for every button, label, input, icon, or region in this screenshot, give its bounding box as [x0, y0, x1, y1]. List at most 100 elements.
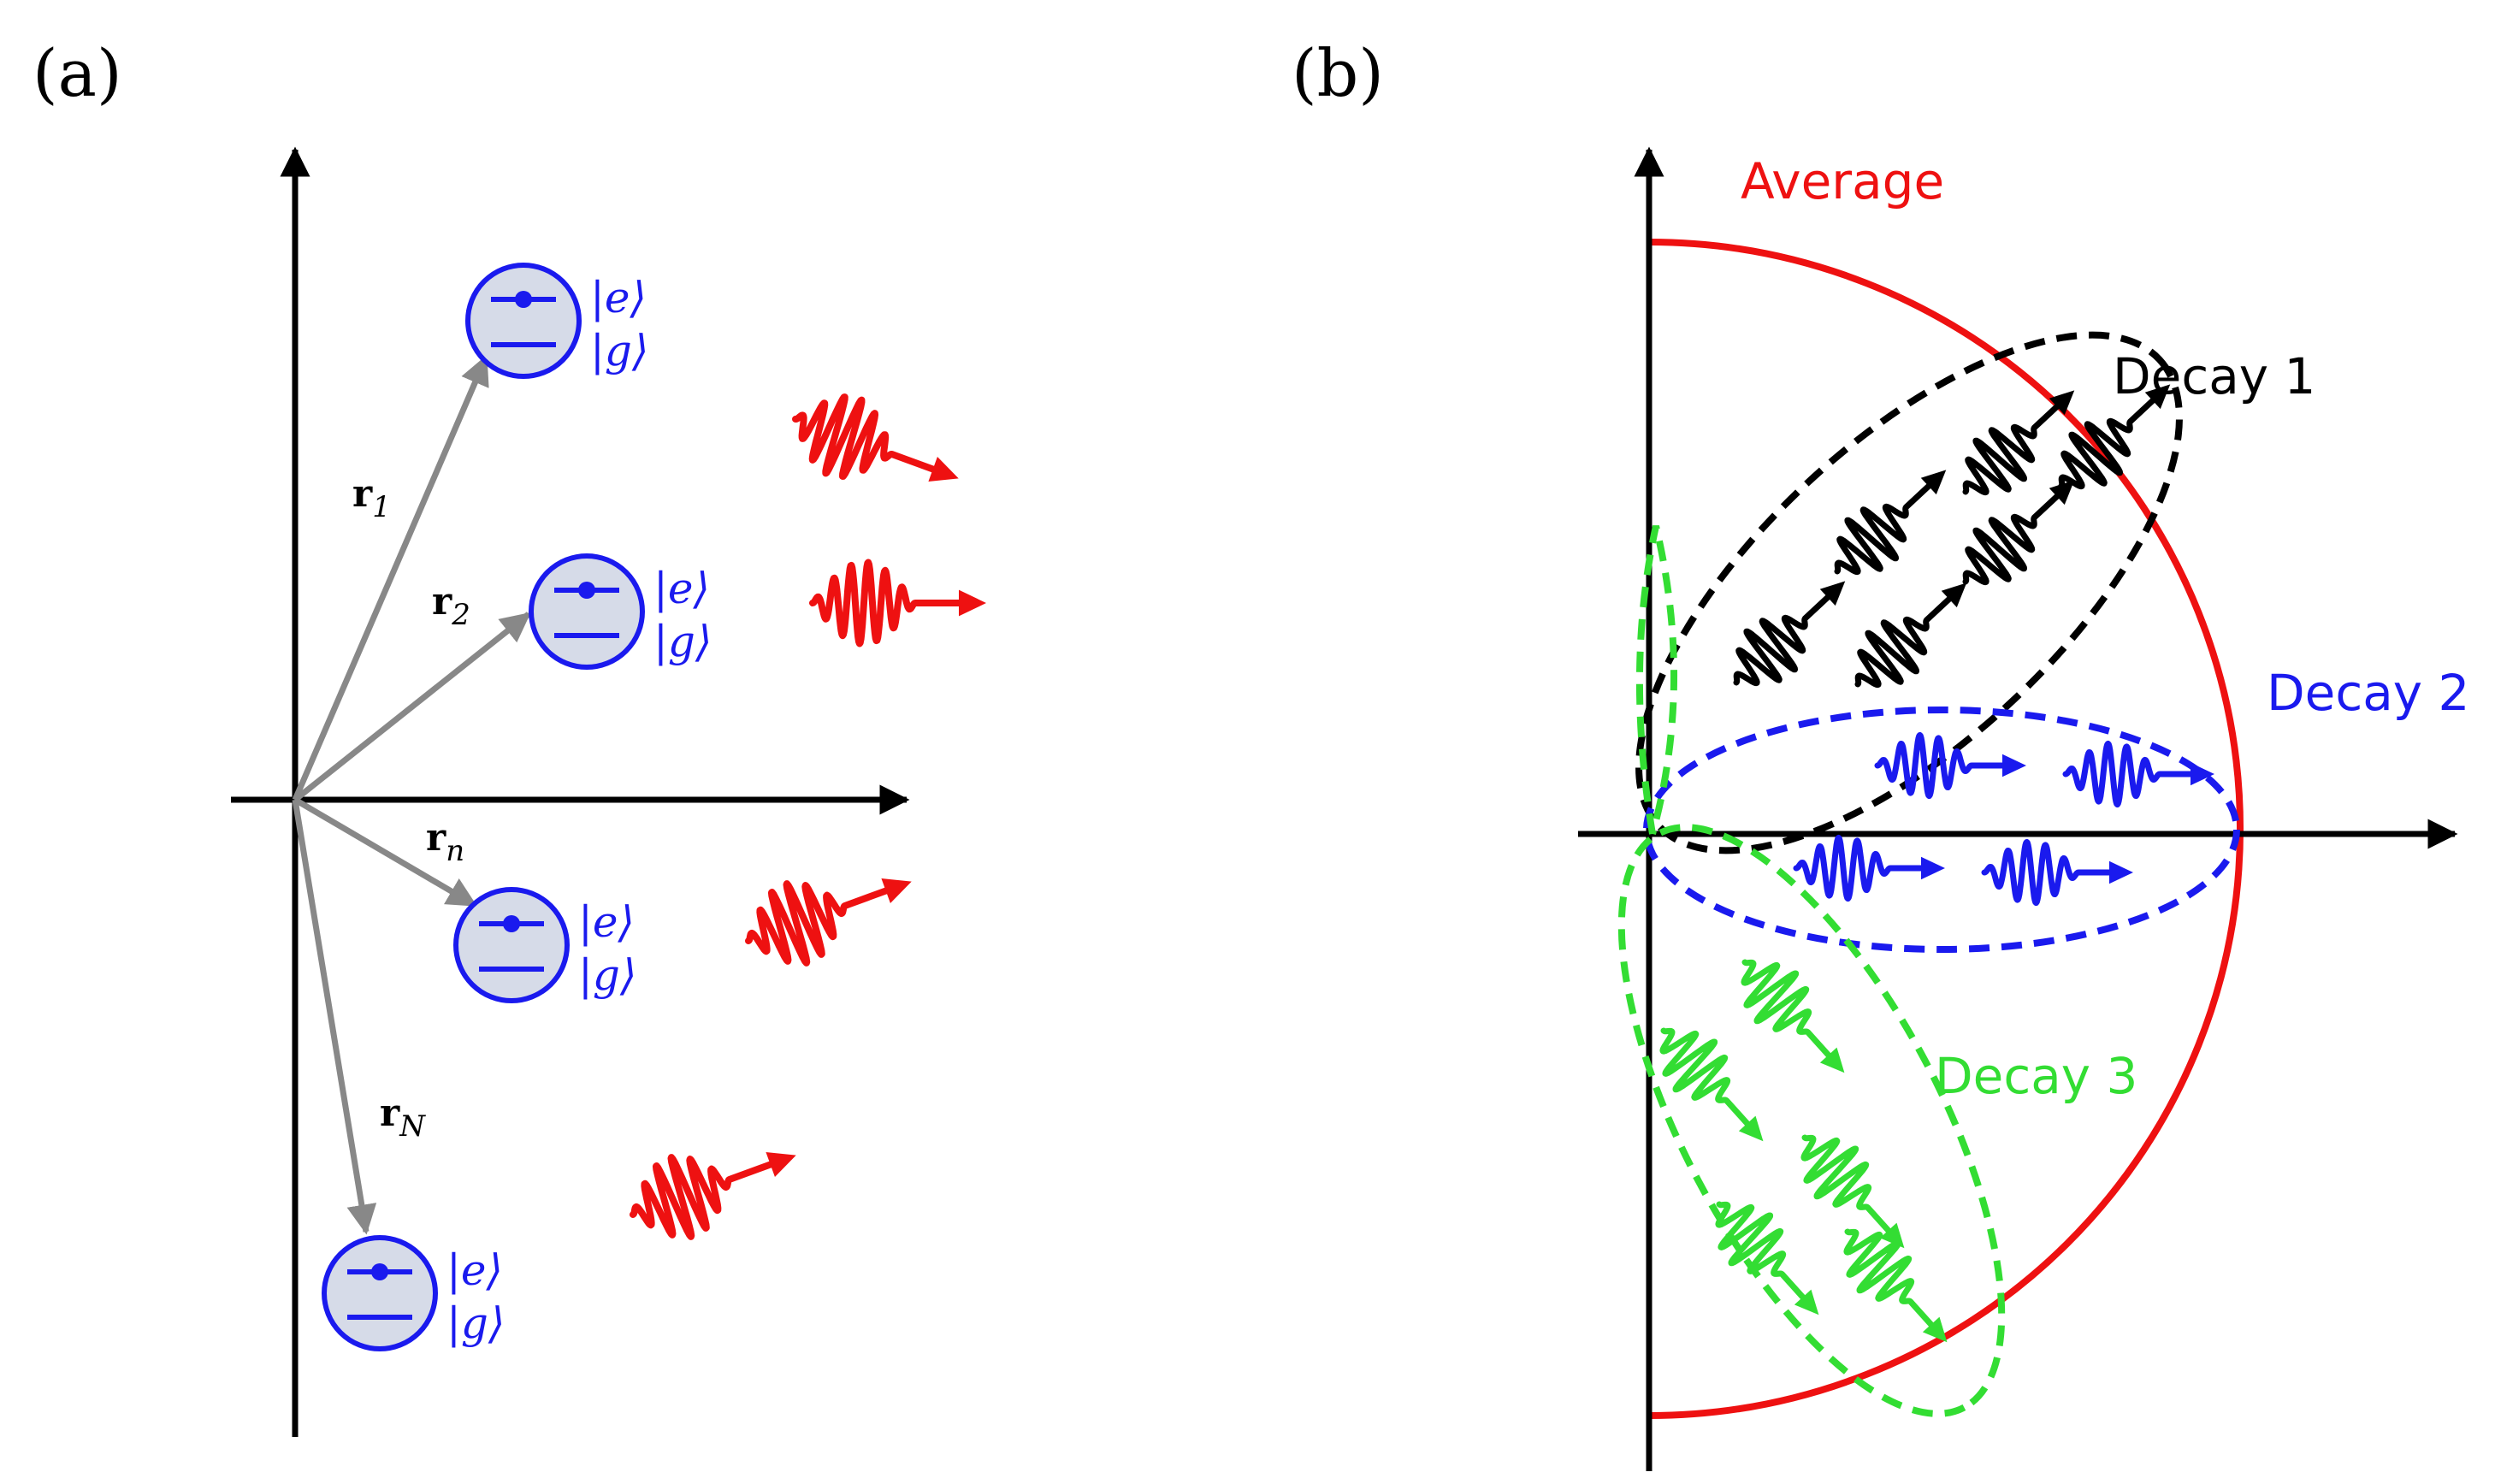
panel-a-label: (a) [33, 35, 122, 111]
atom: |e⟩|g⟩ [465, 263, 648, 379]
ground-state-label: |g⟩ [590, 326, 648, 375]
photon-arrowhead [928, 457, 959, 482]
atom: |e⟩|g⟩ [529, 553, 712, 670]
excited-state-label: |e⟩ [446, 1245, 503, 1295]
photon-icon [1962, 480, 2075, 586]
excited-state-label: |e⟩ [578, 897, 635, 947]
decay-3-lobe [1617, 824, 2006, 1417]
photon-arrowhead [1819, 1047, 1845, 1073]
photon-icon [1715, 1201, 1819, 1315]
average-emission-curve [1648, 239, 2244, 1419]
photon-wave [1962, 401, 2063, 496]
vector-r2-label: r2 [432, 580, 470, 632]
photon-arrowhead [1922, 1316, 1948, 1343]
electron-dot [371, 1263, 388, 1280]
photon-icon [1962, 390, 2075, 496]
decay-1-label: Decay 1 [2113, 347, 2315, 405]
photon-icon [1854, 582, 1967, 689]
photon-icon [1793, 834, 1945, 902]
photon-arrowhead [1941, 582, 1967, 608]
panel-b-label: (b) [1292, 35, 1384, 111]
vector-rn-arrow [293, 796, 478, 908]
photon-icon [630, 1152, 796, 1240]
ground-state-label: |g⟩ [446, 1298, 505, 1348]
photon-icon [1741, 959, 1845, 1073]
photon-icon [2062, 740, 2214, 808]
ground-state-label: |g⟩ [653, 617, 712, 666]
atoms-layer: |e⟩|g⟩|e⟩|g⟩|e⟩|g⟩|e⟩|g⟩ [322, 263, 712, 1351]
photon-wave [1733, 592, 1834, 687]
photon-arrowhead [1920, 470, 1947, 495]
photon-arrowhead [1819, 581, 1846, 606]
ground-state-label: |g⟩ [578, 950, 636, 1000]
photon-wave [1962, 491, 2063, 586]
vector-r2-arrow [293, 612, 531, 802]
vector-rN-label: rN [380, 1091, 426, 1144]
photon-icon [1834, 470, 1947, 576]
electron-dot [578, 582, 595, 599]
photon-wave [2062, 740, 2197, 808]
photon-wave [1981, 838, 2116, 907]
average-label: Average [1741, 152, 1944, 210]
photon-icon [809, 559, 986, 647]
photon-icon [1733, 581, 1846, 687]
photon-wave [1834, 481, 1935, 576]
photon-arrowhead [881, 878, 912, 903]
vector-r1-arrow [292, 354, 489, 801]
decay-2-lobe [1643, 707, 2240, 953]
photon-arrowhead [2049, 390, 2075, 416]
electron-dot [503, 915, 520, 932]
photon-icon [1981, 838, 2133, 907]
photon-arrowhead [2049, 480, 2075, 506]
photon-icon [745, 878, 912, 967]
photon-wave [630, 1154, 777, 1240]
photons-panel-a [630, 393, 986, 1240]
photon-arrowhead [2144, 384, 2171, 410]
photon-wave [809, 559, 966, 647]
atom: |e⟩|g⟩ [322, 1235, 505, 1351]
photon-arrowhead [2109, 860, 2133, 884]
decay-1-lobe [1635, 331, 2183, 854]
electron-dot [515, 291, 532, 308]
decay-3-upper-lobe [1635, 525, 1677, 836]
decay-3-label: Decay 3 [1935, 1047, 2137, 1105]
photon-wave [1793, 834, 1928, 902]
photon-icon [2058, 384, 2171, 490]
photon-arrowhead [1738, 1115, 1764, 1142]
vector-r1-label: r1 [352, 472, 391, 524]
photon-wave [1715, 1201, 1808, 1303]
photon-icon [792, 393, 959, 482]
photon-arrowhead [2191, 762, 2214, 786]
vector-rN-arrow [292, 799, 377, 1235]
photon-wave [1874, 731, 2009, 800]
photon-arrowhead [959, 589, 986, 617]
photon-wave [1843, 1228, 1936, 1330]
photon-arrowhead [1921, 856, 1945, 880]
excited-state-label: |e⟩ [590, 273, 647, 322]
atom-circle [322, 1235, 438, 1351]
panel-a: (a) r1 r2 rn rN |e⟩|g⟩|e⟩|g⟩|e⟩|g⟩|e⟩|g⟩ [33, 35, 986, 1437]
atom-circle [453, 887, 570, 1003]
photons-panel-b [1659, 384, 2214, 1343]
photon-icon [1874, 731, 2026, 800]
photon-icon [1843, 1228, 1948, 1343]
photon-wave [1854, 594, 1955, 689]
excited-state-label: |e⟩ [653, 564, 710, 613]
photon-wave [745, 880, 893, 967]
photon-wave [792, 393, 940, 480]
panel-b: (b) Average Decay 1 Decay 2 Decay 3 [1292, 35, 2469, 1471]
photon-arrowhead [766, 1152, 796, 1177]
atom-circle [529, 553, 645, 670]
photon-arrowhead [1794, 1289, 1819, 1315]
photon-wave [2058, 395, 2159, 490]
photon-wave [1800, 1134, 1894, 1236]
photon-wave [1741, 959, 1834, 1061]
decay-2-label: Decay 2 [2267, 664, 2469, 722]
photon-icon [1659, 1027, 1764, 1142]
atom-circle [465, 263, 582, 379]
photon-arrowhead [2002, 754, 2026, 777]
photon-wave [1659, 1027, 1753, 1129]
atom: |e⟩|g⟩ [453, 887, 636, 1003]
vector-rn-label: rn [426, 816, 464, 868]
